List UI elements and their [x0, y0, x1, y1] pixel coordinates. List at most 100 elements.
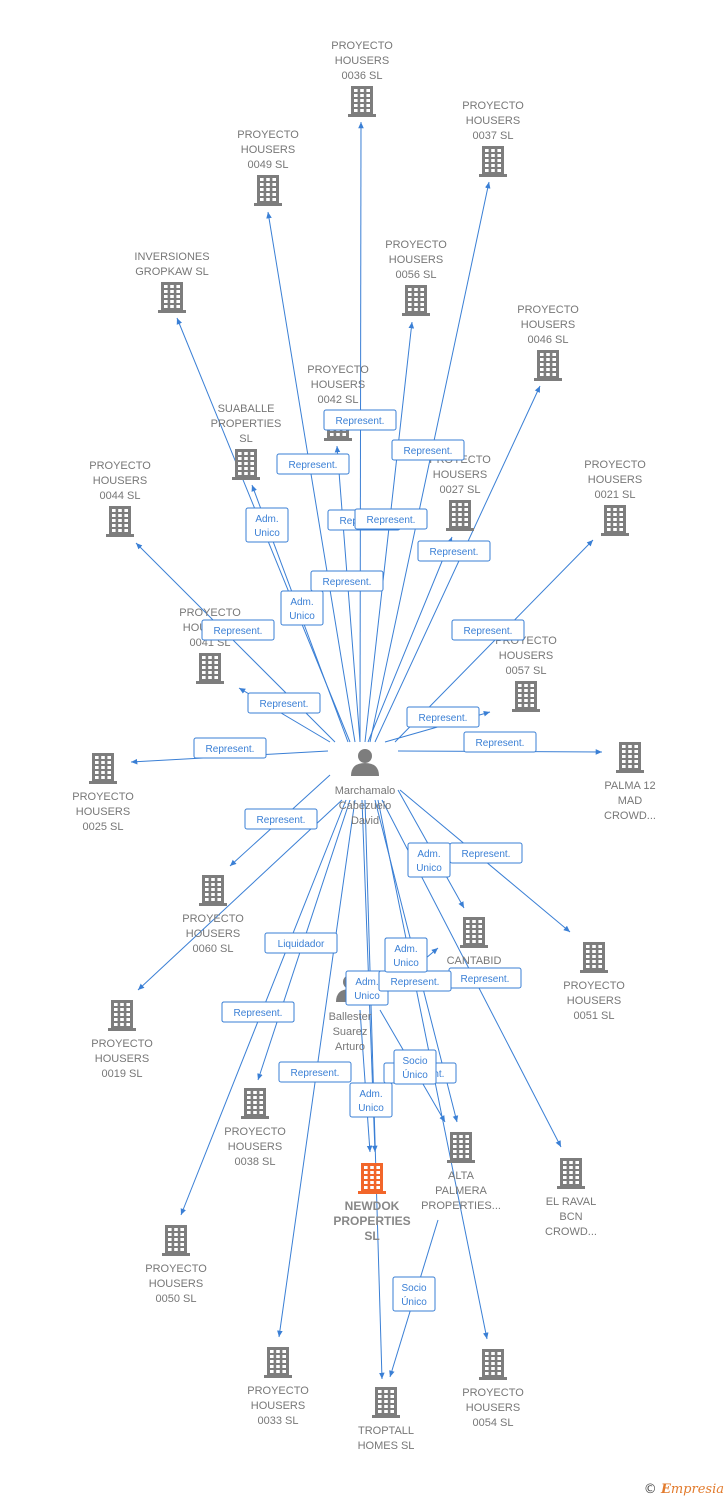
edge-label[interactable]: Represent.: [323, 409, 397, 431]
building-icon[interactable]: [108, 1000, 136, 1031]
node-label: HOUSERS: [251, 1400, 305, 1412]
building-icon[interactable]: [162, 1225, 190, 1256]
edge-label-box: [391, 439, 465, 461]
node-n0041[interactable]: PROYECTOHOUSERS0041 SL: [179, 607, 241, 684]
node-ncant[interactable]: CANTABID: [447, 917, 502, 967]
building-icon[interactable]: [241, 1088, 269, 1119]
building-icon[interactable]: [254, 175, 282, 206]
edge-label[interactable]: Represent.: [244, 808, 318, 830]
node-label: HOUSERS: [433, 469, 487, 481]
node-label: Cabezuelo: [339, 800, 392, 812]
edge-label[interactable]: Represent.: [276, 453, 350, 475]
edge-label-box: [417, 540, 491, 562]
building-icon[interactable]: [358, 1163, 386, 1194]
node-label: HOMES SL: [358, 1440, 415, 1452]
node-nalta[interactable]: ALTAPALMERAPROPERTIES...: [421, 1132, 501, 1212]
node-label: PROYECTO: [72, 791, 134, 803]
node-n0027[interactable]: PROYECTOHOUSERS0027 SL: [429, 454, 491, 531]
building-icon[interactable]: [580, 942, 608, 973]
building-icon[interactable]: [196, 653, 224, 684]
building-icon[interactable]: [447, 1132, 475, 1163]
edge-label[interactable]: Represent.: [354, 508, 428, 530]
building-icon[interactable]: [534, 350, 562, 381]
building-icon[interactable]: [402, 285, 430, 316]
building-icon[interactable]: [557, 1158, 585, 1189]
building-icon[interactable]: [348, 86, 376, 117]
edge-p-n0049: [266, 211, 356, 743]
edge-label[interactable]: Represent.: [463, 731, 537, 753]
edge-label-text: Represent.: [214, 626, 263, 637]
building-icon[interactable]: [479, 1349, 507, 1380]
node-label: CANTABID: [447, 955, 502, 967]
edge-label[interactable]: Adm.Unico: [245, 507, 289, 543]
edge-label-text: Represent.: [257, 815, 306, 826]
edge-label[interactable]: Represent.: [451, 619, 525, 641]
edge-label[interactable]: Liquidador: [264, 932, 338, 954]
person-icon[interactable]: [351, 749, 379, 776]
edge-label[interactable]: Represent.: [406, 706, 480, 728]
edge-label[interactable]: Adm.Unico: [384, 937, 428, 973]
node-label: HOUSERS: [499, 650, 553, 662]
building-icon[interactable]: [264, 1347, 292, 1378]
edge-label-box: [406, 706, 480, 728]
edge-label[interactable]: Represent.: [221, 1001, 295, 1023]
node-label: 0057 SL: [506, 665, 547, 677]
edge-label[interactable]: Represent.: [193, 737, 267, 759]
building-icon[interactable]: [460, 917, 488, 948]
edge-label-text: Represent.: [461, 974, 510, 985]
edge-label[interactable]: Adm.Unico: [349, 1082, 393, 1118]
edge-label[interactable]: Adm.Unico: [280, 590, 324, 626]
building-icon[interactable]: [479, 146, 507, 177]
node-label: 0044 SL: [100, 490, 141, 502]
building-icon[interactable]: [446, 500, 474, 531]
edge-label[interactable]: Represent.: [391, 439, 465, 461]
building-icon[interactable]: [199, 875, 227, 906]
edge-p-n0019: [137, 799, 343, 991]
edge-label[interactable]: Represent.: [201, 619, 275, 641]
edge-label[interactable]: Represent.: [448, 967, 522, 989]
building-icon[interactable]: [232, 449, 260, 480]
node-npalma[interactable]: PALMA 12MADCROWD...: [604, 742, 656, 822]
edge-label[interactable]: Represent.: [310, 570, 384, 592]
building-icon[interactable]: [89, 753, 117, 784]
building-icon[interactable]: [372, 1387, 400, 1418]
edge-label[interactable]: Represent.: [378, 970, 452, 992]
edge-label-box: [384, 937, 428, 973]
building-icon[interactable]: [158, 282, 186, 313]
edge-label[interactable]: Adm.Unico: [407, 842, 451, 878]
node-nraval[interactable]: EL RAVALBCNCROWD...: [545, 1158, 597, 1238]
edge-label[interactable]: Represent.: [417, 540, 491, 562]
node-label: PROYECTO: [563, 980, 625, 992]
building-icon[interactable]: [601, 505, 629, 536]
building-icon[interactable]: [512, 681, 540, 712]
building-icon[interactable]: [106, 506, 134, 537]
building-icon[interactable]: [616, 742, 644, 773]
node-label: 0051 SL: [574, 1010, 615, 1022]
edge-label[interactable]: Represent.: [449, 842, 523, 864]
edge-label[interactable]: Represent.: [278, 1061, 352, 1083]
edge-label[interactable]: Represent.: [247, 692, 321, 714]
